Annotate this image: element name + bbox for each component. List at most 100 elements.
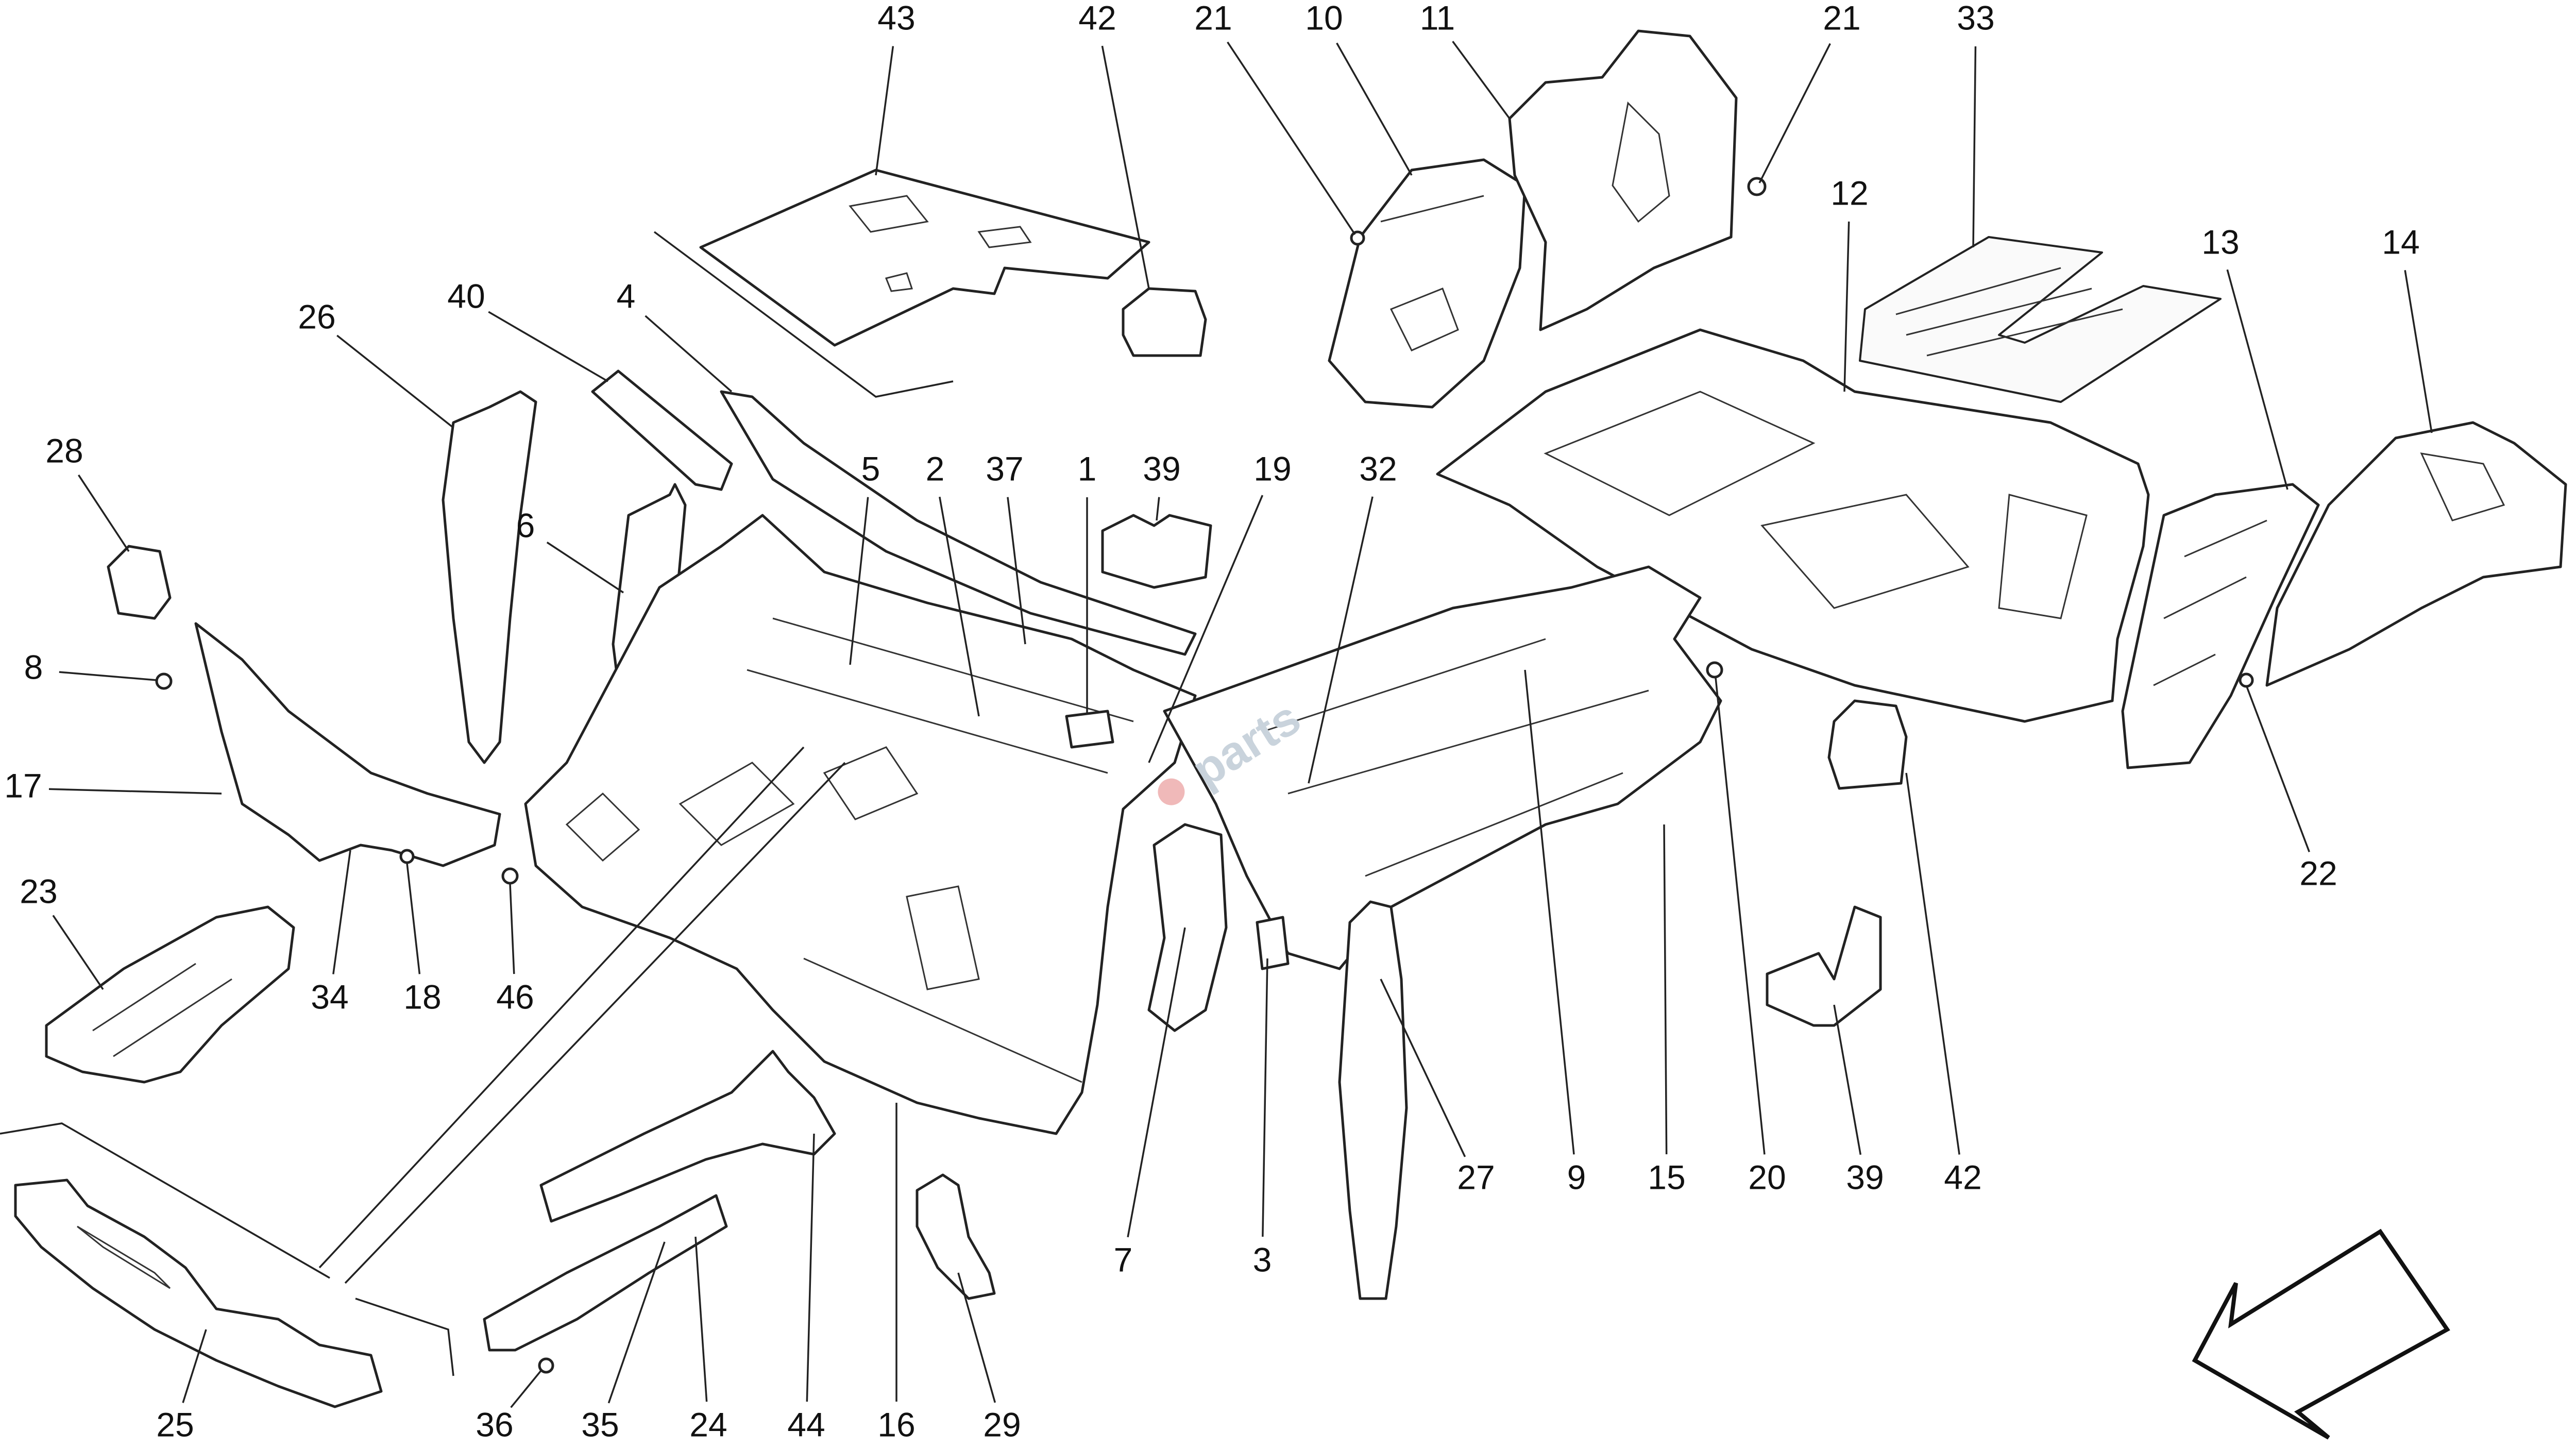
- part-20-fastener: [1706, 661, 1723, 679]
- leader-line-15: [1663, 824, 1668, 1155]
- front-direction-arrow-icon: [2192, 1228, 2450, 1440]
- leader-line-18: [406, 863, 421, 974]
- callout-label-42: 42: [1078, 0, 1116, 37]
- leader-line-33: [1972, 46, 1977, 248]
- callout-label-6: 6: [516, 506, 535, 544]
- part-42-foam-block-top: [1122, 287, 1207, 357]
- leader-line-42: [1101, 45, 1150, 289]
- leader-line-22: [2245, 685, 2310, 852]
- callout-label-37: 37: [986, 449, 1023, 487]
- part-29-curved-part: [916, 1173, 996, 1300]
- callout-label-11: 11: [1420, 0, 1455, 37]
- part-27-vertical-trim: [1338, 900, 1408, 1300]
- leader-line-26: [336, 334, 454, 429]
- callout-label-3: 3: [1253, 1240, 1272, 1278]
- callout-label-46: 46: [496, 978, 534, 1016]
- part-22-fastener: [2239, 672, 2254, 688]
- part-21-fastener-right: [1747, 177, 1767, 196]
- callout-label-39: 39: [1846, 1158, 1884, 1196]
- callout-label-15: 15: [1648, 1158, 1685, 1196]
- part-18-fastener: [399, 849, 415, 864]
- leader-line-25: [182, 1329, 207, 1403]
- leader-line-2: [939, 496, 980, 717]
- leader-line-36: [510, 1370, 542, 1408]
- leader-line-4: [645, 315, 733, 393]
- leader-line-39: [1156, 497, 1160, 521]
- leader-line-46: [509, 883, 515, 974]
- part-17-side-panel: [194, 622, 501, 867]
- callout-label-7: 7: [1114, 1240, 1133, 1278]
- part-23-lower-panel: [45, 905, 295, 1084]
- leader-line-35: [607, 1241, 666, 1404]
- callout-label-2: 2: [926, 449, 945, 487]
- part-40-foam-roll: [591, 369, 733, 491]
- part-11-upright-insulation: [1508, 29, 1738, 331]
- callout-label-21: 21: [1823, 0, 1860, 37]
- leader-line-29: [957, 1272, 996, 1403]
- callout-label-29: 29: [983, 1405, 1021, 1443]
- callout-label-34: 34: [311, 978, 348, 1016]
- part-36-fastener: [538, 1357, 554, 1374]
- callout-label-14: 14: [2382, 223, 2419, 261]
- leader-line-44: [806, 1133, 815, 1402]
- parts-layer: [0, 29, 2567, 1408]
- callout-label-20: 20: [1748, 1158, 1786, 1196]
- callout-label-28: 28: [45, 431, 83, 469]
- leader-line-7: [1127, 927, 1186, 1238]
- part-12-floor-insulation: [1436, 328, 2150, 723]
- leader-line-34: [332, 850, 351, 974]
- leader-line-17: [48, 788, 222, 795]
- callout-label-13: 13: [2201, 223, 2239, 261]
- part-3-tab: [1256, 916, 1290, 970]
- callout-label-5: 5: [861, 449, 880, 487]
- part-39-u-bracket-right: [1766, 905, 1882, 1027]
- leader-lines: [48, 41, 2433, 1408]
- callout-label-17: 17: [4, 766, 42, 804]
- callout-label-16: 16: [877, 1405, 915, 1443]
- callout-label-43: 43: [877, 0, 915, 37]
- leader-line-3: [1262, 958, 1268, 1237]
- part-25-bottom-panel: [14, 1178, 383, 1408]
- part-13-side-trim: [2121, 483, 2320, 769]
- leader-line-43: [875, 46, 894, 176]
- leader-line-40: [488, 311, 608, 382]
- leader-line-21: [1227, 41, 1356, 235]
- part-39-u-bracket-top: [1101, 514, 1212, 589]
- part-7-bracket: [1147, 823, 1228, 1032]
- part-26-tall-strip: [442, 390, 537, 764]
- leader-line-39: [1833, 1004, 1862, 1155]
- leader-line-28: [78, 474, 130, 552]
- part-10-wheelhouse-panel: [1328, 158, 1527, 409]
- callout-label-23: 23: [20, 872, 57, 910]
- leader-line-11: [1452, 41, 1511, 120]
- part-14-rear-wheelhouse: [2265, 421, 2567, 687]
- leader-line-20: [1715, 677, 1766, 1155]
- callout-label-35: 35: [581, 1405, 619, 1443]
- callout-label-24: 24: [689, 1405, 727, 1443]
- callout-label-42: 42: [1944, 1158, 1981, 1196]
- part-8-fastener: [155, 672, 173, 690]
- callout-label-25: 25: [156, 1405, 194, 1443]
- leader-line-21: [1758, 43, 1831, 183]
- callout-label-21: 21: [1194, 0, 1232, 37]
- part-42-foam-block-right: [1827, 699, 1908, 790]
- callout-label-18: 18: [403, 978, 441, 1016]
- leader-line-9: [1524, 669, 1575, 1155]
- callout-label-27: 27: [1457, 1158, 1495, 1196]
- callout-label-22: 22: [2299, 854, 2337, 892]
- leader-line-6: [546, 542, 624, 594]
- callout-label-12: 12: [1831, 174, 1868, 212]
- watermark-logo-icon: [1158, 778, 1185, 805]
- part-46-fastener: [501, 867, 519, 885]
- callout-label-8: 8: [24, 648, 43, 686]
- leader-line-8: [59, 671, 158, 681]
- callout-label-33: 33: [1957, 0, 1994, 37]
- part-21-fastener-left: [1350, 230, 1365, 246]
- callout-label-19: 19: [1253, 449, 1291, 487]
- leader-line-10: [1336, 42, 1413, 176]
- part-33-floor-mat: [1859, 236, 2222, 403]
- callout-label-39: 39: [1143, 449, 1180, 487]
- leader-line-12: [1843, 221, 1850, 392]
